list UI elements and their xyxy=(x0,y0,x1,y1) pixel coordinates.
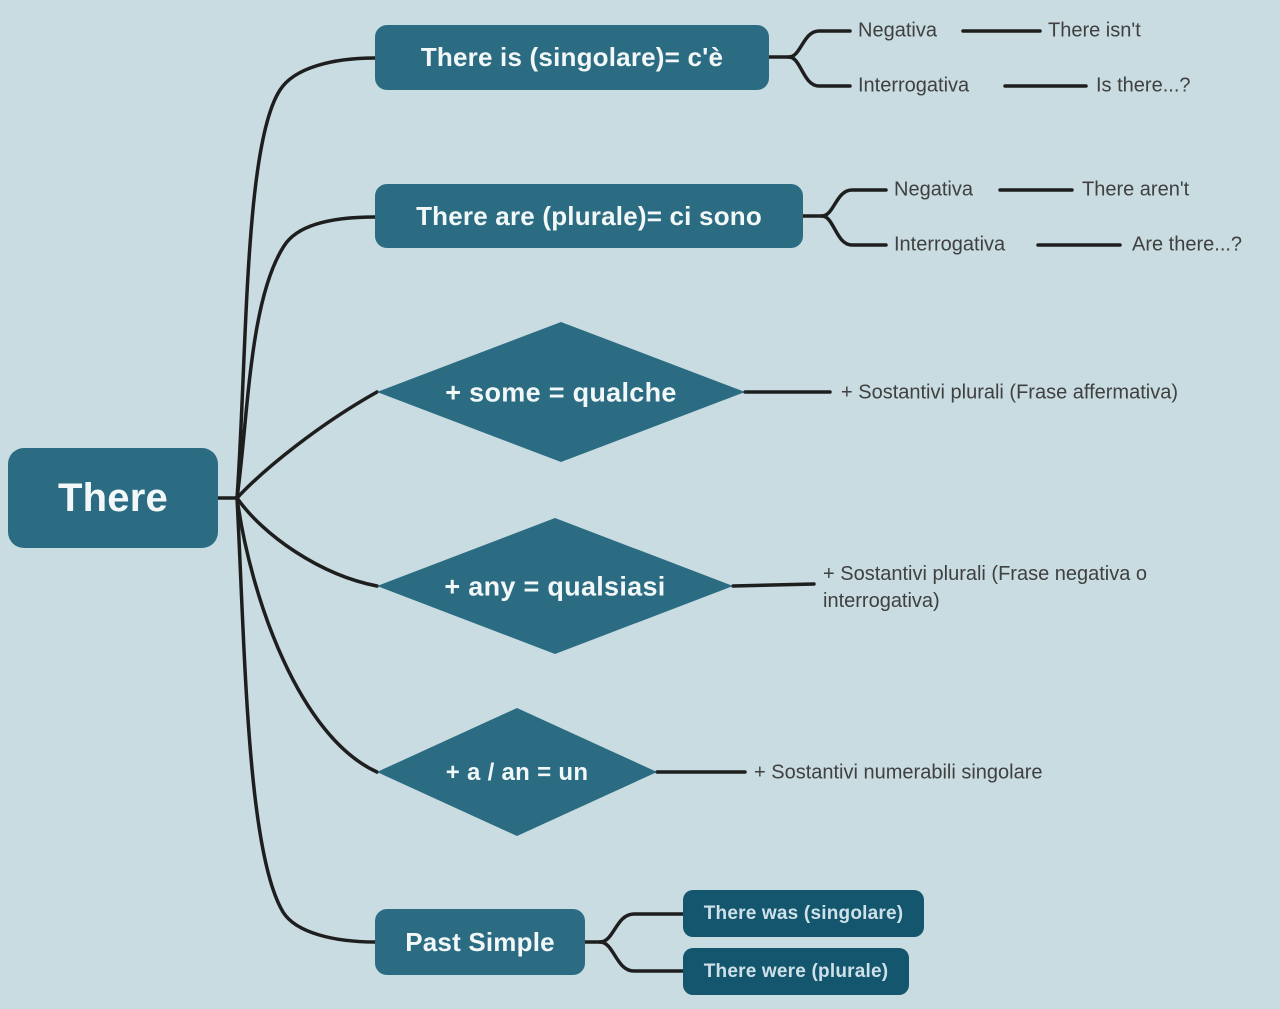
value-is-there: Is there...? xyxy=(1096,74,1191,97)
value-are-there: Are there...? xyxy=(1132,233,1243,256)
connector-line xyxy=(235,496,377,944)
diamond-some-shape xyxy=(377,322,745,462)
note-some: + Sostantivi plurali (Frase affermativa) xyxy=(841,381,1178,404)
node-there: There xyxy=(8,448,218,548)
connector-line xyxy=(820,188,888,218)
diamond-any-shape xyxy=(377,518,733,654)
note-a-an: + Sostantivi numerabili singolare xyxy=(754,761,1043,784)
node-past-simple: Past Simple xyxy=(375,909,585,975)
label-negativa-1: Negativa xyxy=(858,19,937,42)
diamond-some-label: + some = qualche xyxy=(445,377,677,408)
connector-line xyxy=(235,390,379,500)
connector-line xyxy=(235,56,377,500)
node-there-was: There was (singolare) xyxy=(683,890,924,937)
diamond-a-an-shape xyxy=(377,708,657,836)
label-interrogativa-1: Interrogativa xyxy=(858,74,970,97)
connector-line xyxy=(820,214,888,247)
connector-line xyxy=(598,940,685,973)
value-there-isnt: There isn't xyxy=(1048,19,1141,42)
node-there-were: There were (plurale) xyxy=(683,948,909,995)
node-there-is: There is (singolare)= c'è xyxy=(375,25,769,90)
connector-line xyxy=(731,582,816,588)
label-interrogativa-2: Interrogativa xyxy=(894,233,1006,256)
connector-line xyxy=(235,496,379,774)
connector-line xyxy=(235,215,377,500)
note-any: + Sostantivi plurali (Frase negativa o i… xyxy=(823,563,1148,612)
diamond-a-an-label: + a / an = un xyxy=(445,759,589,786)
connector-line xyxy=(235,496,379,588)
connector-line xyxy=(787,29,852,59)
diamond-any-label: + any = qualsiasi xyxy=(444,571,666,602)
connector-line xyxy=(787,55,852,88)
node-there-are: There are (plurale)= ci sono xyxy=(375,184,803,248)
connector-line xyxy=(598,912,685,944)
label-negativa-2: Negativa xyxy=(894,178,973,201)
value-there-arent: There aren't xyxy=(1082,178,1190,201)
